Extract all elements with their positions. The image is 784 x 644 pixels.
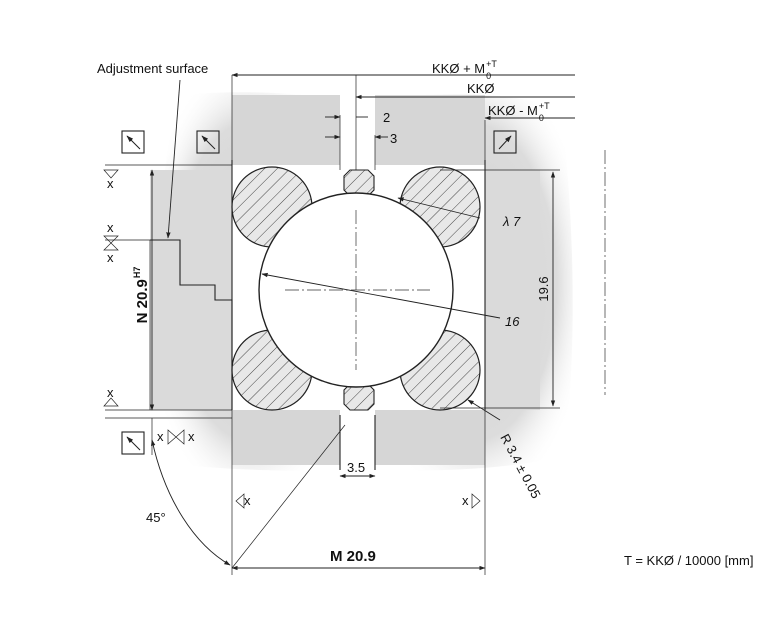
surface-finish-icon — [103, 242, 119, 251]
surface-mark: x — [107, 385, 114, 400]
surface-finish-icon — [103, 169, 119, 179]
dimension-16-label: 16 — [505, 314, 520, 329]
flatness-icon-left — [121, 130, 145, 154]
angle-construction — [151, 418, 346, 569]
center-lines — [285, 150, 606, 395]
surface-finish-icon — [175, 429, 185, 445]
surface-mark: x — [107, 176, 114, 191]
surface-mark: x — [157, 429, 164, 444]
top-dimensions — [231, 72, 575, 140]
m-dimension-label: M 20.9 — [330, 548, 376, 565]
lambda-7-label: λ 7 — [502, 214, 521, 229]
flatness-icon-bottom — [121, 431, 145, 455]
surface-finish-icon — [103, 235, 119, 244]
body-edges — [231, 75, 486, 575]
dimension-19-6-label: 19.6 — [536, 276, 551, 301]
surface-finish-icon — [471, 493, 481, 509]
kk-label: KKØ — [467, 81, 494, 96]
dimension-3-5-label: 3.5 — [347, 460, 365, 475]
surface-mark: x — [462, 493, 469, 508]
surface-finish-icon — [167, 429, 177, 445]
labels: Adjustment surface KKØ + M0+T KKØ KKØ - … — [97, 59, 753, 568]
surface-finish-icons — [103, 169, 481, 509]
surface-mark: x — [107, 220, 114, 235]
angle-45-label: 45° — [146, 510, 166, 525]
surface-mark: x — [188, 429, 195, 444]
block-shading — [150, 92, 573, 471]
surface-finish-icon — [103, 397, 119, 407]
key-bottom — [343, 383, 375, 411]
kk-plus-m-label: KKØ + M0+T — [432, 59, 497, 81]
n-dimension-label: N 20.9H7 — [132, 267, 151, 324]
surface-mark: x — [107, 250, 114, 265]
surface-mark: x — [244, 493, 251, 508]
flatness-icon-centre-left — [196, 130, 220, 154]
key-top — [343, 169, 375, 197]
extension-lines — [105, 164, 560, 419]
tolerance-formula: T = KKØ / 10000 [mm] — [624, 553, 753, 568]
leader-lines — [166, 79, 501, 421]
adjustment-surface-label: Adjustment surface — [97, 61, 208, 76]
kk-minus-m-label: KKØ - M0+T — [488, 101, 550, 123]
surface-finish-icon — [235, 493, 245, 509]
dimension-2-label: 2 — [383, 110, 390, 125]
dimension-3-label: 3 — [390, 131, 397, 146]
flatness-icon-right — [493, 130, 517, 154]
